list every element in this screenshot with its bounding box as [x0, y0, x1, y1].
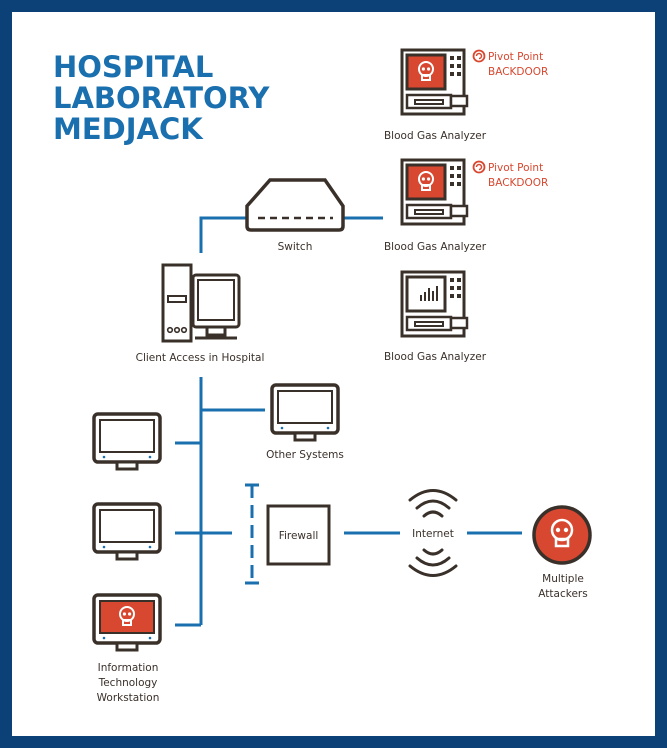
workstation-monitor-1[interactable] — [92, 412, 162, 471]
other-systems-label: Other Systems — [266, 449, 344, 461]
warning-line-1: Pivot Point — [488, 51, 543, 63]
client-label: Client Access in Hospital — [136, 352, 265, 364]
title-line-3: MEDJACK — [53, 112, 204, 146]
analyzer-3-label: Blood Gas Analyzer — [384, 351, 487, 363]
infected-screen — [405, 53, 447, 91]
analyzer-1-label: Blood Gas Analyzer — [384, 130, 487, 142]
it-workstation-line-2: Technology — [98, 677, 158, 689]
infected-screen — [99, 600, 155, 634]
wifi-signal-icon — [408, 489, 458, 577]
warning-icon — [472, 49, 486, 63]
firewall-label: Firewall — [279, 530, 319, 542]
firewall[interactable]: Firewall — [266, 504, 331, 566]
attackers-line-1: Multiple — [542, 573, 584, 585]
it-workstation[interactable]: Information Technology Workstation — [92, 593, 162, 704]
warning-icon — [472, 160, 486, 174]
other-systems-monitor[interactable]: Other Systems — [266, 383, 344, 461]
warning-line-2: BACKDOOR — [488, 66, 548, 78]
blood-gas-analyzer-2[interactable]: Blood Gas Analyzer — [384, 158, 487, 253]
blood-gas-analyzer-1[interactable]: Blood Gas Analyzer — [384, 48, 487, 142]
warning-line-1: Pivot Point — [488, 162, 543, 174]
network-links — [175, 216, 522, 627]
warning-line-2: BACKDOOR — [488, 177, 548, 189]
blood-gas-analyzer-3[interactable]: Blood Gas Analyzer — [384, 270, 487, 363]
it-workstation-line-1: Information — [98, 662, 159, 674]
internet[interactable]: Internet — [408, 489, 458, 577]
title-line-2: LABORATORY — [53, 81, 270, 115]
attackers-line-2: Attackers — [538, 588, 587, 600]
infected-screen — [405, 163, 447, 201]
firewall-barrier — [245, 483, 259, 585]
attackers[interactable]: Multiple Attackers — [532, 505, 592, 600]
pivot-point-warning-1: Pivot Point BACKDOOR — [472, 49, 548, 78]
internet-label: Internet — [412, 528, 454, 540]
client-computer[interactable]: Client Access in Hospital — [136, 263, 265, 364]
pivot-point-warning-2: Pivot Point BACKDOOR — [472, 160, 548, 189]
workstation-monitor-2[interactable] — [92, 502, 162, 561]
analyzer-2-label: Blood Gas Analyzer — [384, 241, 487, 253]
it-workstation-line-3: Workstation — [97, 692, 160, 704]
switch-label: Switch — [278, 241, 313, 253]
title-line-1: HOSPITAL — [53, 50, 213, 84]
skull-icon — [550, 518, 574, 548]
diagram-title: HOSPITAL LABORATORY MEDJACK — [53, 50, 270, 146]
network-switch[interactable]: Switch — [245, 178, 345, 253]
bar-chart-icon — [420, 286, 438, 301]
